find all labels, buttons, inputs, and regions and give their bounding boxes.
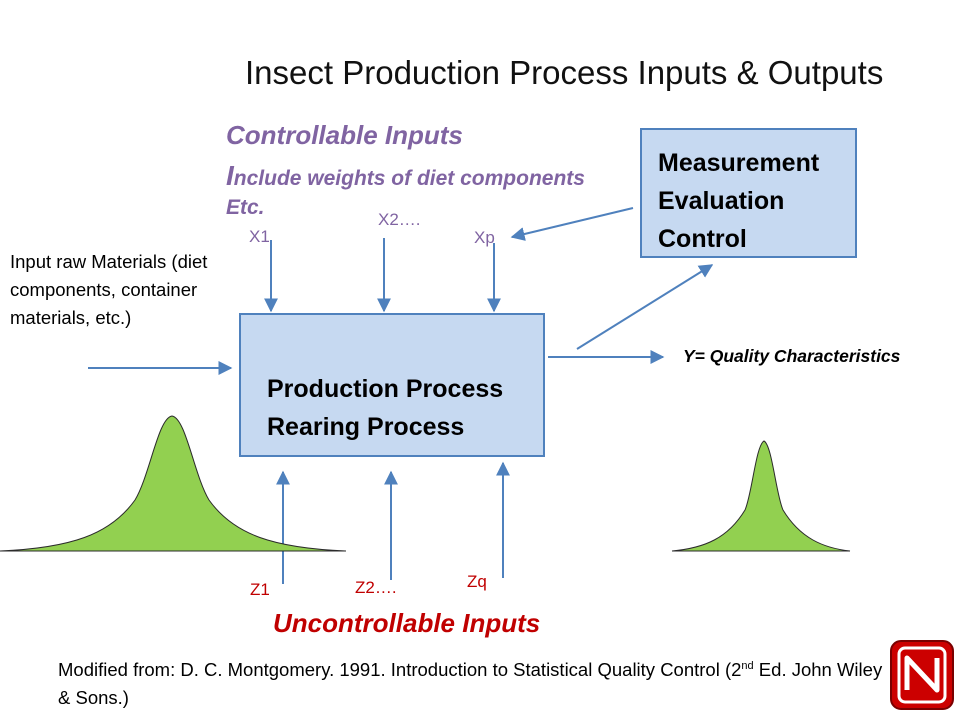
- measurement-box-line1: Measurement: [658, 149, 820, 177]
- label-xp: Xp: [474, 228, 495, 247]
- output-label: Y= Quality Characteristics: [683, 346, 901, 366]
- controllable-inputs-heading: Controllable Inputs: [226, 120, 463, 150]
- citation-part1: Modified from: D. C. Montgomery. 1991. I…: [58, 659, 742, 681]
- controllable-inputs-detail: Include weights of diet components: [226, 160, 585, 192]
- detail-rest: nclude weights of diet components: [233, 167, 585, 190]
- citation-superscript: nd: [741, 660, 754, 672]
- ncs-logo: [890, 640, 954, 710]
- production-process-box: Production Process Rearing Process: [239, 313, 545, 457]
- measurement-box-line3: Control: [658, 225, 747, 253]
- distribution-narrow: [671, 440, 851, 552]
- arrow-to-measurement: [576, 264, 714, 350]
- label-z1: Z1: [250, 580, 270, 599]
- label-x2: X2….: [378, 210, 421, 229]
- label-x1: X1: [249, 227, 270, 246]
- label-zq: Zq: [467, 572, 487, 591]
- measurement-box: Measurement Evaluation Control: [640, 128, 857, 258]
- controllable-inputs-etc: Etc.: [226, 196, 265, 219]
- label-z2: Z2….: [355, 578, 397, 597]
- production-box-line1: Production Process: [267, 375, 504, 403]
- citation: Modified from: D. C. Montgomery. 1991. I…: [58, 652, 898, 712]
- detail-initial: I: [226, 160, 234, 191]
- raw-materials-label: Input raw Materials (diet components, co…: [10, 251, 208, 328]
- uncontrollable-inputs-heading: Uncontrollable Inputs: [273, 608, 541, 638]
- measurement-box-line2: Evaluation: [658, 187, 785, 215]
- distribution-wide: [0, 415, 347, 552]
- production-box-line2: Rearing Process: [267, 413, 465, 441]
- arrow-feedback: [510, 207, 634, 241]
- page-title: Insect Production Process Inputs & Outpu…: [245, 54, 884, 91]
- citation-part2: Ed. John Wiley & Sons.): [58, 659, 883, 709]
